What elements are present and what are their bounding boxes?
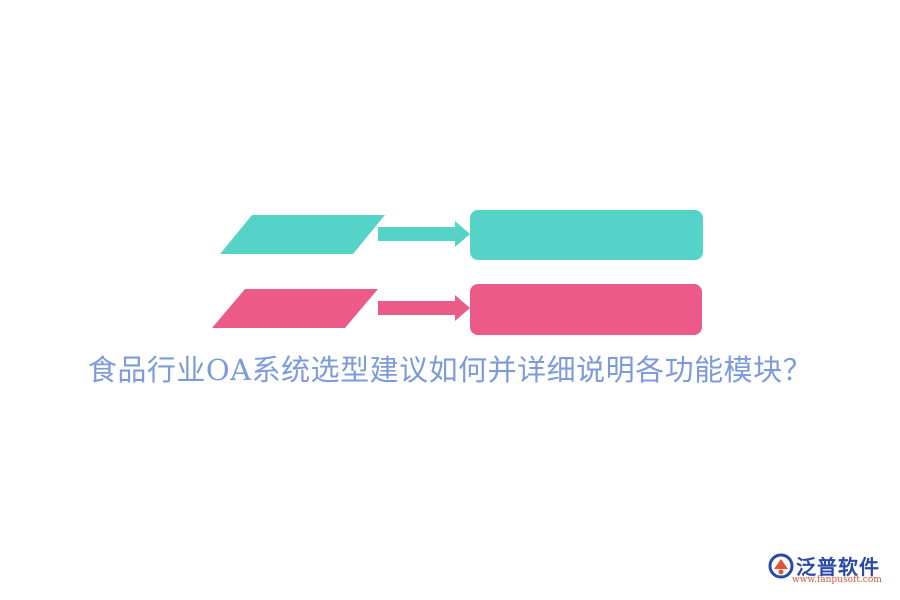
teal-arrow-head-icon — [455, 221, 470, 247]
teal-rounded-box — [470, 210, 703, 260]
pink-rounded-box — [470, 284, 702, 335]
teal-parallelogram — [220, 215, 385, 254]
brand-logo[interactable]: 泛普软件 www.fanpusoft.com — [768, 551, 896, 587]
pink-parallelogram — [212, 289, 378, 328]
teal-arrow-shaft — [378, 227, 458, 241]
fanpu-logo-icon — [768, 553, 794, 579]
pink-arrow-shaft — [378, 301, 458, 315]
logo-url[interactable]: www.fanpusoft.com — [792, 575, 882, 585]
page-title: 食品行业OA系统选型建议如何并详细说明各功能模块？ — [87, 353, 813, 387]
pink-arrow-head-icon — [455, 295, 470, 321]
logo-brand-name: 泛普软件 — [796, 555, 880, 579]
